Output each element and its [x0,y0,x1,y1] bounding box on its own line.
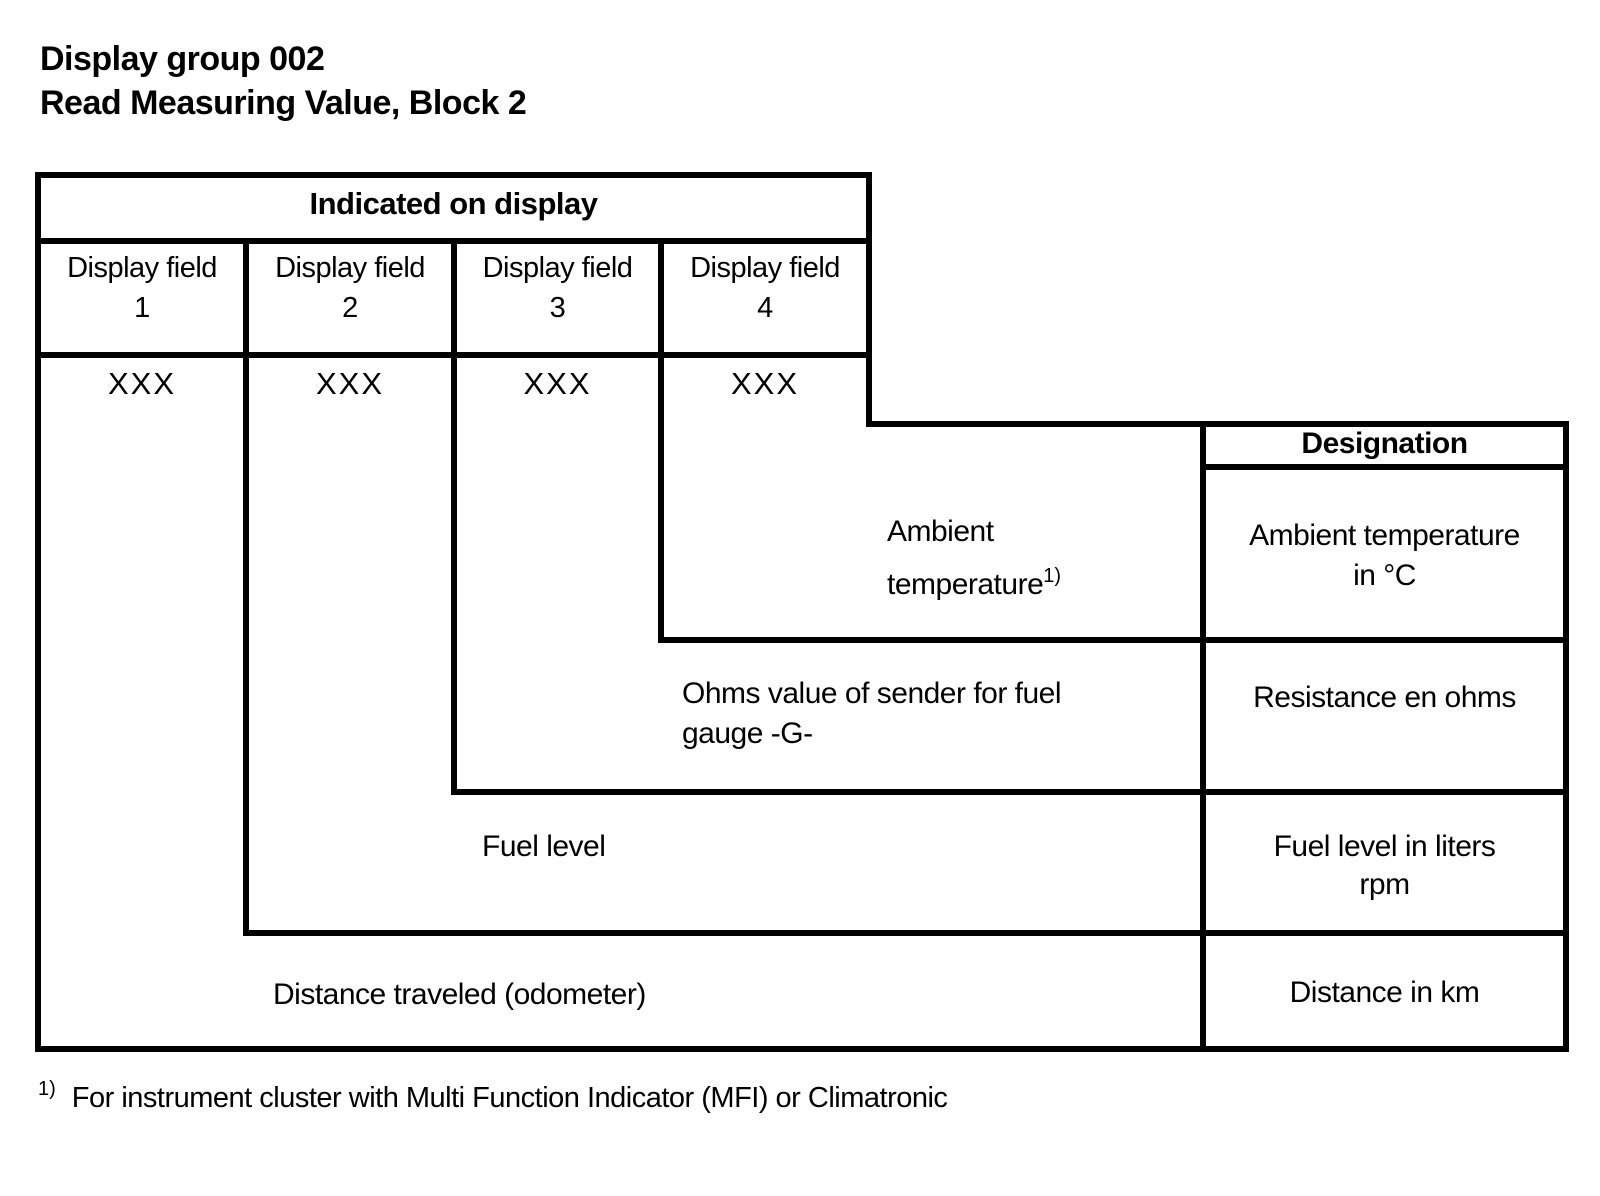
description-field-4: Ambient temperature1) [887,510,1061,607]
column-header-number: 1 [134,292,150,324]
designation-field-4: Ambient temperature in °C [1206,516,1563,596]
border-line [35,172,41,1052]
description-line: gauge -G- [682,717,813,750]
description-line: Ohms value of sender for fuel [682,677,1062,710]
footnote-text: For instrument cluster with Multi Functi… [71,1082,948,1114]
border-line [1563,421,1569,1052]
value-cell-field-3: XXX [523,366,592,401]
page-title-line2: Read Measuring Value, Block 2 [40,84,527,122]
column-header-display-field-2: Display field 2 [249,248,451,328]
border-line [35,172,872,178]
column-header-number: 4 [757,292,773,324]
column-header-label: Display field [482,252,633,284]
footnote-marker: 1) [38,1078,56,1100]
column-header-number: 2 [342,292,358,324]
description-line-text: temperature [887,568,1044,601]
designation-line: Ambient temperature [1249,519,1520,552]
designation-field-2: Fuel level in liters rpm [1206,828,1563,904]
designation-header: Designation [1301,427,1468,460]
border-line [35,1046,1569,1052]
footnote: 1) For instrument cluster with Multi Func… [38,1078,948,1115]
border-line [1200,421,1206,1052]
value-cell-field-1: XXX [107,366,177,401]
description-line: Ambient [887,515,994,548]
border-line [1200,464,1569,470]
designation-line: in °C [1353,559,1416,592]
column-header-number: 3 [549,292,566,324]
column-header-display-field-1: Display field 1 [41,248,243,328]
border-line [658,637,1569,643]
column-header-label: Display field [690,252,840,284]
description-field-3: Ohms value of sender for fuel gauge -G- [682,674,1062,754]
designation-field-3: Resistance en ohms [1253,681,1516,714]
page-title-line1: Display group 002 [40,40,325,78]
column-header-label: Display field [67,252,217,284]
border-line [451,238,457,795]
designation-line: Fuel level in liters [1273,830,1496,863]
description-field-2: Fuel level [482,830,606,863]
border-line [243,238,249,936]
column-header-display-field-3: Display field 3 [457,248,658,328]
column-header-label: Display field [275,252,425,284]
border-line [451,789,1569,795]
border-line [866,421,1569,427]
description-field-1: Distance traveled (odometer) [273,978,646,1011]
column-header-display-field-4: Display field 4 [664,248,866,328]
footnote-reference-marker: 1) [1043,565,1062,587]
value-cell-field-2: XXX [315,366,385,401]
value-cell-field-4: XXX [730,366,800,401]
indicated-on-display-header: Indicated on display [309,186,599,221]
description-line: temperature1) [887,554,1061,607]
designation-line: rpm [1359,868,1410,901]
designation-field-1: Distance in km [1289,976,1480,1009]
border-line [658,238,664,643]
border-line [866,172,872,427]
border-line [243,930,1569,936]
